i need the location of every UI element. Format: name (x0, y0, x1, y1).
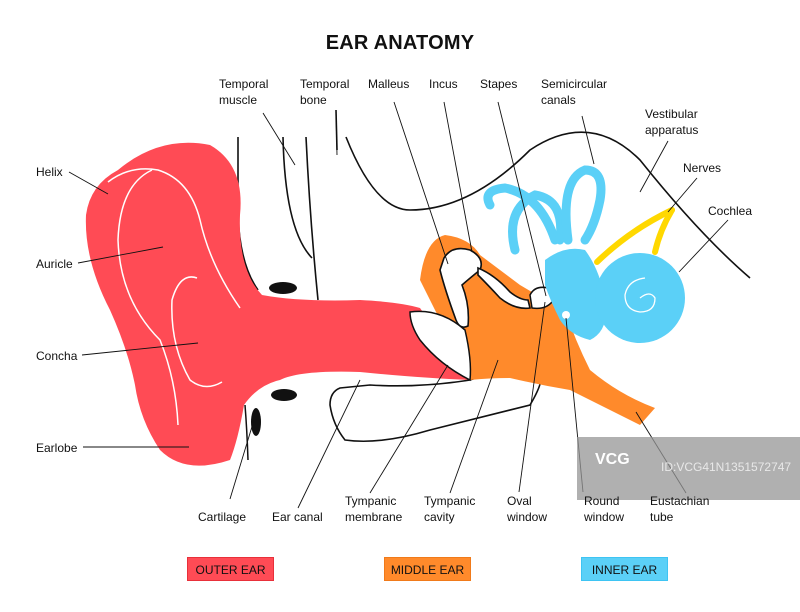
watermark-id: ID:VCG41N1351572747 (661, 460, 792, 474)
cartilage-spot-3 (251, 408, 261, 436)
antihelix-fold (117, 169, 179, 426)
label-incus: Incus (429, 77, 458, 91)
label-temporal-bone: Temporal bone (300, 77, 350, 107)
concha-fold (171, 276, 223, 388)
leader-temporal-bone (335, 111, 338, 156)
diagram-title: EAR ANATOMY (325, 32, 475, 54)
label-earlobe: Earlobe (36, 441, 78, 455)
round-window (562, 311, 570, 319)
label-vestibular-apparatus: Vestibular apparatus (645, 107, 699, 137)
cartilage-spot-1 (269, 282, 297, 294)
semicircular-canal-3 (561, 165, 606, 245)
label-temporal-muscle: Temporal muscle (219, 77, 269, 107)
label-oval-window: Oval window (507, 494, 548, 524)
label-ear-canal: Ear canal (272, 510, 323, 524)
leader-incus (443, 101, 473, 253)
auricle-shape (85, 142, 470, 466)
inner-ear-body (545, 248, 685, 343)
semicircular-canal-2 (508, 190, 566, 255)
skull-curve (345, 131, 751, 279)
label-stapes: Stapes (480, 77, 518, 91)
label-cochlea: Cochlea (708, 204, 753, 218)
inner-ear (483, 165, 606, 255)
legend-outer-ear: OUTER EAR (187, 557, 274, 581)
temporal-muscle-line-1 (282, 136, 313, 259)
leader-auricle (77, 246, 164, 264)
leader-vestibular (639, 140, 669, 193)
leader-helix (68, 171, 109, 195)
leader-ear-canal (297, 379, 361, 509)
ear-canal-bone (329, 370, 543, 443)
legend-middle-ear: MIDDLE EAR (384, 557, 471, 581)
leader-nerves (667, 177, 698, 213)
label-concha: Concha (36, 349, 78, 363)
vestibule-shape (545, 248, 606, 340)
nerves (594, 207, 675, 265)
cartilage-spot-2 (271, 389, 297, 401)
watermark-logo: VCG (595, 451, 630, 468)
outer-ear (85, 142, 470, 466)
leader-semicircular (581, 115, 595, 165)
watermark: VCG ID:VCG41N1351572747 (577, 437, 800, 500)
malleus-incus-shape (439, 247, 483, 328)
label-malleus: Malleus (368, 77, 410, 91)
helix-fold (107, 168, 241, 309)
vestibular-nerve (594, 207, 675, 265)
leader-cochlea (678, 219, 729, 273)
cochlea-spiral (624, 277, 656, 313)
leader-malleus (393, 101, 449, 265)
label-helix: Helix (36, 165, 63, 179)
label-tympanic-cavity: Tympanic cavity (424, 494, 476, 524)
tympanic-membrane-shape (409, 310, 472, 382)
cochlear-nerve (652, 207, 675, 255)
temporal-muscle-line-2 (305, 136, 319, 301)
leader-oval-window (518, 301, 546, 493)
cartilage-line (244, 404, 249, 461)
tympanic-cavity-shape (420, 235, 655, 425)
label-tympanic-membrane: Tympanic membrane (345, 494, 403, 524)
leader-tympanic-membrane (369, 364, 449, 494)
leader-concha (81, 342, 199, 356)
label-round-window: Round window (584, 494, 625, 524)
leader-cartilage (229, 419, 255, 500)
incus-arm (477, 266, 531, 310)
legend-inner-ear: INNER EAR (581, 557, 668, 581)
label-eustachian-tube: Eustachian tube (650, 494, 710, 524)
label-nerves: Nerves (683, 161, 722, 175)
leader-stapes (497, 101, 547, 297)
label-auricle: Auricle (36, 257, 73, 271)
middle-ear (409, 235, 655, 425)
label-cartilage: Cartilage (198, 510, 247, 524)
semicircular-canal-1 (483, 183, 560, 245)
label-semicircular-canals: Semicircular canals (541, 77, 608, 107)
leader-tympanic-cavity (449, 359, 499, 494)
leader-temporal-muscle (262, 112, 296, 166)
